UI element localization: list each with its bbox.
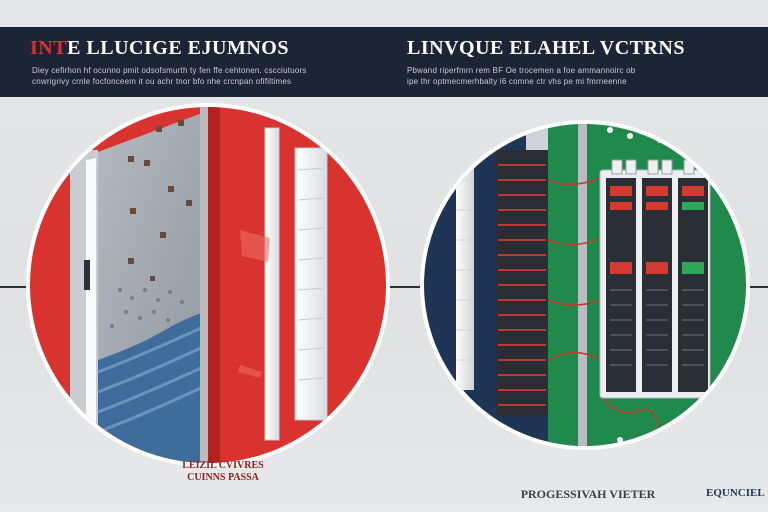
- module-1: [606, 178, 636, 392]
- cabinet-latch: [84, 260, 90, 290]
- reflection-2: [238, 365, 262, 378]
- right-subtitle-line2: ipe thr optmecmerhbalty i6 comne ctr vhs…: [407, 77, 627, 86]
- right-subtitle-line1: Pbwand riperfmrn rem BF Oe trocemen a fo…: [407, 66, 636, 75]
- fin-bar-2: [294, 147, 328, 421]
- header-banner: INTE LLUCIGE EJUMNOS Diey cefirhon hf oc…: [0, 27, 768, 97]
- wall-dots: [110, 288, 184, 328]
- red-shadow-edge: [208, 107, 220, 463]
- left-footer-label-line2: CUINNS PASSA: [187, 472, 259, 483]
- center-connector-line: [388, 286, 428, 288]
- fin-lines: [297, 167, 325, 381]
- red-wires: [547, 177, 661, 431]
- blue-duct-line-4: [97, 384, 206, 434]
- blue-duct-line-1: [97, 324, 206, 374]
- right-title: LINVQUE ELAHEL VCTRNS: [407, 37, 685, 59]
- server-rack: [496, 150, 548, 416]
- blue-duct: [98, 312, 205, 463]
- left-connector-line: [0, 286, 30, 288]
- left-footer-label-line1: LEIZIL CVIVRES: [182, 460, 264, 471]
- fin-bar-1: [264, 127, 280, 441]
- left-panel: [26, 103, 390, 467]
- module-3: [678, 178, 708, 392]
- module-2: [642, 178, 672, 392]
- left-title: INTE LLUCIGE EJUMNOS: [30, 37, 289, 59]
- blue-duct-line-2: [97, 344, 206, 394]
- blue-duct-line-3: [97, 364, 206, 414]
- center-divider: [200, 107, 208, 463]
- breaker-modules: [599, 169, 711, 399]
- vertical-pole: [578, 124, 587, 446]
- right-panel: [420, 120, 750, 450]
- rack-red-lines: [498, 164, 546, 406]
- reflection: [240, 230, 270, 262]
- cabinet-edge-highlight: [86, 158, 96, 455]
- right-footer-label: EQUNCIEL: [706, 487, 765, 499]
- center-footer-label: PROGESSIVAH VIETER: [520, 487, 656, 501]
- wall-components: [128, 120, 192, 281]
- left-subtitle-line1: Diey cefirhon hf ocunno pmit odsofsmurth…: [32, 66, 307, 75]
- right-connector-line: [740, 286, 768, 288]
- left-subtitle-line2: cnwrigrivy crnle focfonceem it ou achr t…: [32, 77, 292, 86]
